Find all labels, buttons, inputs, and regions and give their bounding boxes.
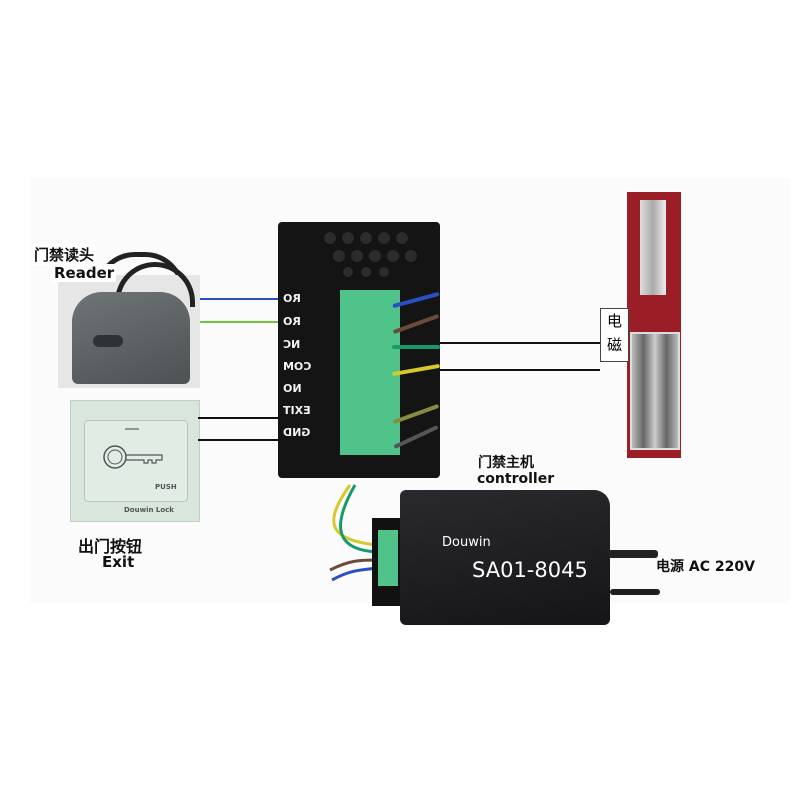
magnetic-lock (630, 332, 680, 450)
pin-label: NC (283, 338, 301, 351)
reader-label-cn: 门禁读头 (32, 244, 97, 265)
pin-label: NO (283, 382, 302, 395)
exit-button-face (84, 420, 188, 502)
controller-label-cn: 门禁主机 (478, 455, 534, 471)
lock-wire-2 (440, 369, 600, 371)
controller-label-en: controller (477, 471, 555, 487)
key-icon (103, 445, 163, 469)
reader-label-en: Reader (52, 264, 117, 282)
lock-label: 电磁 (600, 308, 629, 362)
controller-device (400, 490, 610, 625)
lock-wire-1 (440, 342, 600, 344)
reader-wire-green (200, 321, 280, 323)
exit-wire-1 (198, 417, 280, 419)
controller-brand: Douwin (442, 535, 491, 550)
reader-indicator (93, 335, 123, 347)
exit-brand-text: Douwin Lock (124, 506, 174, 514)
pin-label: COM (283, 360, 312, 373)
exit-wire-2 (198, 439, 280, 441)
pin-label: RO (283, 292, 301, 305)
pin-label: GND (283, 426, 311, 439)
wire-teal (392, 345, 440, 349)
controller-terminal-block (378, 530, 398, 586)
pin-label: RO (283, 315, 301, 328)
reader-device (72, 292, 190, 384)
electric-bolt-lock (640, 200, 666, 295)
exit-label-en: Exit (102, 553, 135, 571)
exit-led (125, 428, 139, 430)
terminal-block (340, 290, 400, 455)
antenna (610, 589, 660, 595)
power-cable (608, 550, 658, 558)
push-text: PUSH (155, 483, 177, 491)
reader-wire-blue (200, 298, 280, 300)
vent-holes (324, 232, 417, 277)
power-label: 电源 AC 220V (656, 559, 755, 575)
exit-label-cn: 出门按钮 (78, 537, 143, 556)
controller-model: SA01-8045 (472, 558, 588, 582)
pin-label: EXIT (283, 404, 311, 417)
